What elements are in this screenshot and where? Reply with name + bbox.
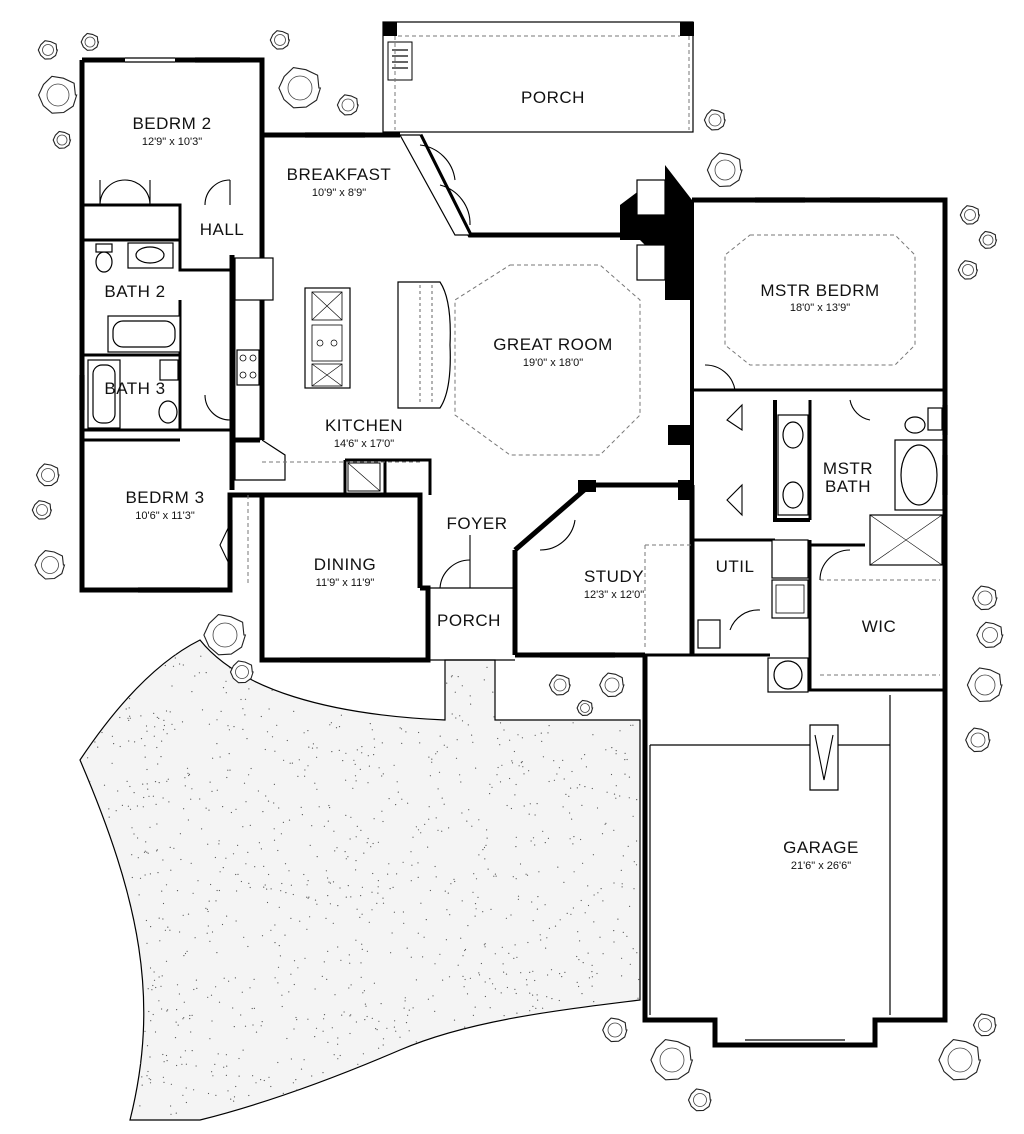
shrub-icon	[52, 130, 72, 149]
room-name-foyer: FOYER	[446, 514, 507, 533]
shrub-icon	[957, 260, 979, 280]
room-name-dining: DINING	[314, 555, 377, 574]
shrub-icon	[599, 672, 625, 698]
bar-counter	[397, 281, 451, 409]
shrub-icon	[336, 94, 359, 116]
shrub-icon	[965, 727, 991, 753]
room-name-garage: GARAGE	[783, 838, 859, 857]
porch-post	[680, 22, 694, 36]
driveway	[79, 639, 641, 1121]
attic-stair-icon	[809, 724, 839, 791]
room-labels: PORCH BEDRM 2 12'9" x 10'3" BREAKFAST 10…	[104, 88, 897, 872]
front-porch	[247, 495, 692, 661]
shrub-icon	[34, 550, 66, 580]
room-dims-study: 12'3" x 12'0"	[584, 589, 644, 601]
landscaping-shrubs	[31, 30, 1004, 1112]
porch-outline	[382, 21, 694, 133]
shrub-icon	[37, 75, 78, 114]
shrub-icon	[978, 230, 998, 249]
room-name-breakfast: BREAKFAST	[287, 165, 392, 184]
room-name-mstr-bath-line1: MSTR	[823, 459, 873, 478]
shrub-icon	[269, 30, 291, 50]
room-name-mstr-bedrm: MSTR BEDRM	[760, 281, 879, 300]
shrub-icon	[37, 40, 59, 60]
room-name-bath3: BATH 3	[104, 379, 165, 398]
shrub-icon	[203, 614, 247, 656]
column	[578, 480, 596, 492]
sink-icon	[311, 324, 343, 362]
bath-fixtures	[87, 242, 944, 676]
doors	[99, 179, 871, 631]
shrub-icon	[229, 660, 254, 684]
shrub-icon	[972, 585, 998, 611]
room-name-great-room: GREAT ROOM	[493, 335, 613, 354]
porch-post	[383, 22, 397, 36]
breakfast-bay	[398, 134, 471, 236]
room-dims-breakfast: 10'9" x 8'9"	[312, 187, 366, 199]
fireplace-box	[636, 179, 666, 216]
paving-texture	[87, 654, 640, 1115]
windows	[79, 57, 948, 663]
room-name-bedrm2: BEDRM 2	[132, 114, 211, 133]
toilet-icon	[158, 400, 178, 424]
shrub-icon	[966, 667, 1003, 703]
grill-icon	[387, 41, 413, 81]
shrub-icon	[602, 1017, 628, 1043]
shrub-icon	[278, 67, 322, 109]
back-porch	[382, 21, 694, 133]
master-ceiling-outline	[724, 234, 916, 366]
room-dims-mstr-bedrm: 18'0" x 13'9"	[790, 302, 850, 314]
shrub-icon	[976, 621, 1004, 648]
shrub-icon	[972, 1013, 997, 1037]
shrub-icon	[31, 500, 53, 520]
fireplace	[578, 165, 692, 500]
room-name-mstr-bath-line2: BATH	[825, 477, 871, 496]
utility-sink-icon	[697, 619, 721, 649]
toilet-icon	[95, 251, 113, 273]
shrub-icon	[80, 32, 100, 51]
shrub-icon	[35, 463, 60, 487]
room-dims-garage: 21'6" x 26'6"	[791, 860, 851, 872]
fireplace-box	[636, 244, 666, 281]
room-name-bath2: BATH 2	[104, 282, 165, 301]
counter	[234, 299, 261, 441]
room-name-bedrm3: BEDRM 3	[125, 488, 204, 507]
room-name-util: UTIL	[716, 557, 755, 576]
room-dims-kitchen: 14'6" x 17'0"	[334, 438, 394, 450]
kitchen-fixtures	[234, 257, 451, 492]
toilet-icon	[904, 416, 926, 434]
room-name-porch-front: PORCH	[437, 611, 501, 630]
refrigerator-icon	[234, 257, 274, 301]
pantry	[234, 439, 286, 481]
room-dims-bedrm2: 12'9" x 10'3"	[142, 136, 202, 148]
room-dims-bedrm3: 10'6" x 11'3"	[135, 510, 195, 522]
utility-fixtures	[649, 539, 891, 1046]
great-room-ceiling-outline	[454, 264, 641, 456]
range-icon	[236, 349, 260, 386]
room-dims-great-room: 19'0" x 18'0"	[523, 357, 583, 369]
room-dims-dining: 11'9" x 11'9"	[316, 577, 375, 589]
room-name-kitchen: KITCHEN	[325, 416, 403, 435]
shrub-icon	[650, 1039, 694, 1081]
dryer-icon	[771, 579, 809, 619]
shrub-icon	[687, 1088, 712, 1112]
shrub-icon	[576, 699, 594, 716]
shrub-icon	[548, 674, 571, 696]
shrub-icon	[959, 205, 981, 225]
room-name-porch-back: PORCH	[521, 88, 585, 107]
shrub-icon	[938, 1039, 982, 1081]
shrub-icon	[706, 152, 743, 188]
room-name-wic: WIC	[862, 617, 897, 636]
shrub-icon	[703, 109, 726, 131]
paved-area	[79, 639, 641, 1121]
column	[678, 480, 692, 500]
room-name-study: STUDY	[584, 567, 644, 586]
column	[668, 425, 692, 445]
room-name-hall: HALL	[200, 220, 245, 239]
washer-icon	[771, 539, 809, 579]
kitchen-island	[304, 287, 351, 389]
